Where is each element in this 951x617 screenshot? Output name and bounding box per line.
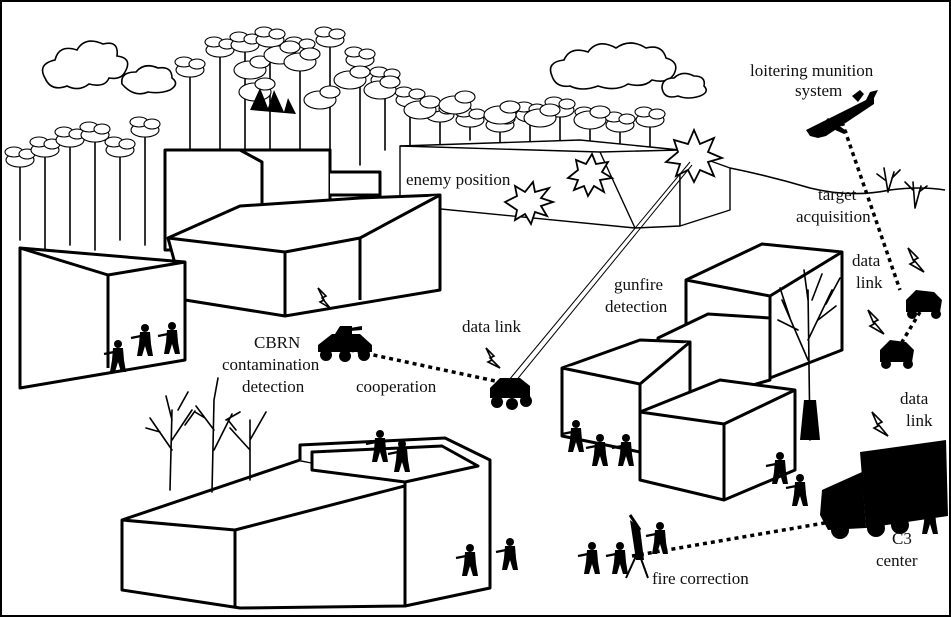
soldier-icon [130, 324, 153, 356]
ugv-cbrn-icon [318, 326, 372, 362]
label-datalink-bottom-line2: link [906, 411, 933, 430]
soldier-icon [611, 434, 634, 466]
label-cbrn-line2: contamination [222, 355, 320, 374]
explosion-icon [565, 151, 615, 199]
soldier-group [103, 322, 938, 576]
label-loitering-line1: loitering munition [750, 61, 874, 80]
soldier-icon [915, 502, 938, 534]
soldier-icon [577, 542, 600, 574]
label-target-line2: acquisition [796, 207, 871, 226]
label-datalink-top-line1: data [852, 251, 881, 270]
explosion-icon [663, 127, 725, 185]
lightning-icon [317, 287, 331, 309]
soldier-icon [765, 452, 788, 484]
gunfire-beam [508, 161, 693, 383]
building-bottom [120, 436, 492, 610]
soldier-icon [365, 430, 388, 462]
soldier-icon [157, 322, 180, 354]
label-datalink-top-line2: link [856, 273, 883, 292]
lightning-icon [907, 247, 925, 273]
soldier-icon [645, 522, 668, 554]
target-acquisition-link [840, 121, 902, 291]
shrubs-right [876, 167, 928, 209]
label-cbrn-line1: CBRN [254, 333, 300, 352]
soldier-icon [785, 474, 808, 506]
label-enemy-position: enemy position [406, 170, 511, 189]
cooperation-link [349, 348, 501, 384]
label-cbrn-line3: detection [242, 377, 305, 396]
bare-tree-right [777, 269, 841, 441]
bare-tree-left [145, 377, 267, 493]
label-target-line1: target [818, 185, 857, 204]
soldier-icon [605, 542, 628, 574]
building-far-left [18, 246, 187, 390]
soldier-icon [103, 340, 126, 372]
mortar-team-icon [625, 514, 649, 579]
loitering-munition-icon [806, 90, 878, 138]
lightning-icon [871, 411, 889, 437]
soldier-icon [495, 538, 518, 570]
soldier-icon [387, 440, 410, 472]
label-loitering-line2: system [795, 81, 842, 100]
soldier-icon [561, 420, 584, 452]
ugv-right-lower-icon [880, 340, 914, 369]
label-gunfire-line1: gunfire [614, 275, 663, 294]
drone-relay-link [900, 311, 922, 343]
building-right-cluster [560, 242, 844, 502]
label-datalink-center: data link [462, 317, 522, 336]
label-c3-line2: center [876, 551, 918, 570]
label-cooperation: cooperation [356, 377, 437, 396]
lightning-icon [867, 309, 885, 335]
soldier-icon [585, 434, 608, 466]
soldier-icon [455, 544, 478, 576]
label-datalink-bottom-line1: data [900, 389, 929, 408]
ugv-right-upper-icon [906, 290, 942, 319]
label-c3-line1: C3 [892, 529, 912, 548]
cloud-left [41, 40, 177, 95]
lightning-icon [485, 347, 501, 369]
ugv-center-icon [490, 378, 532, 410]
building-left-block [166, 193, 442, 318]
label-gunfire-line2: detection [605, 297, 668, 316]
label-fire-correction: fire correction [652, 569, 749, 588]
forest-background [4, 26, 666, 251]
cloud-right [549, 42, 708, 99]
explosion-icon [503, 179, 556, 227]
